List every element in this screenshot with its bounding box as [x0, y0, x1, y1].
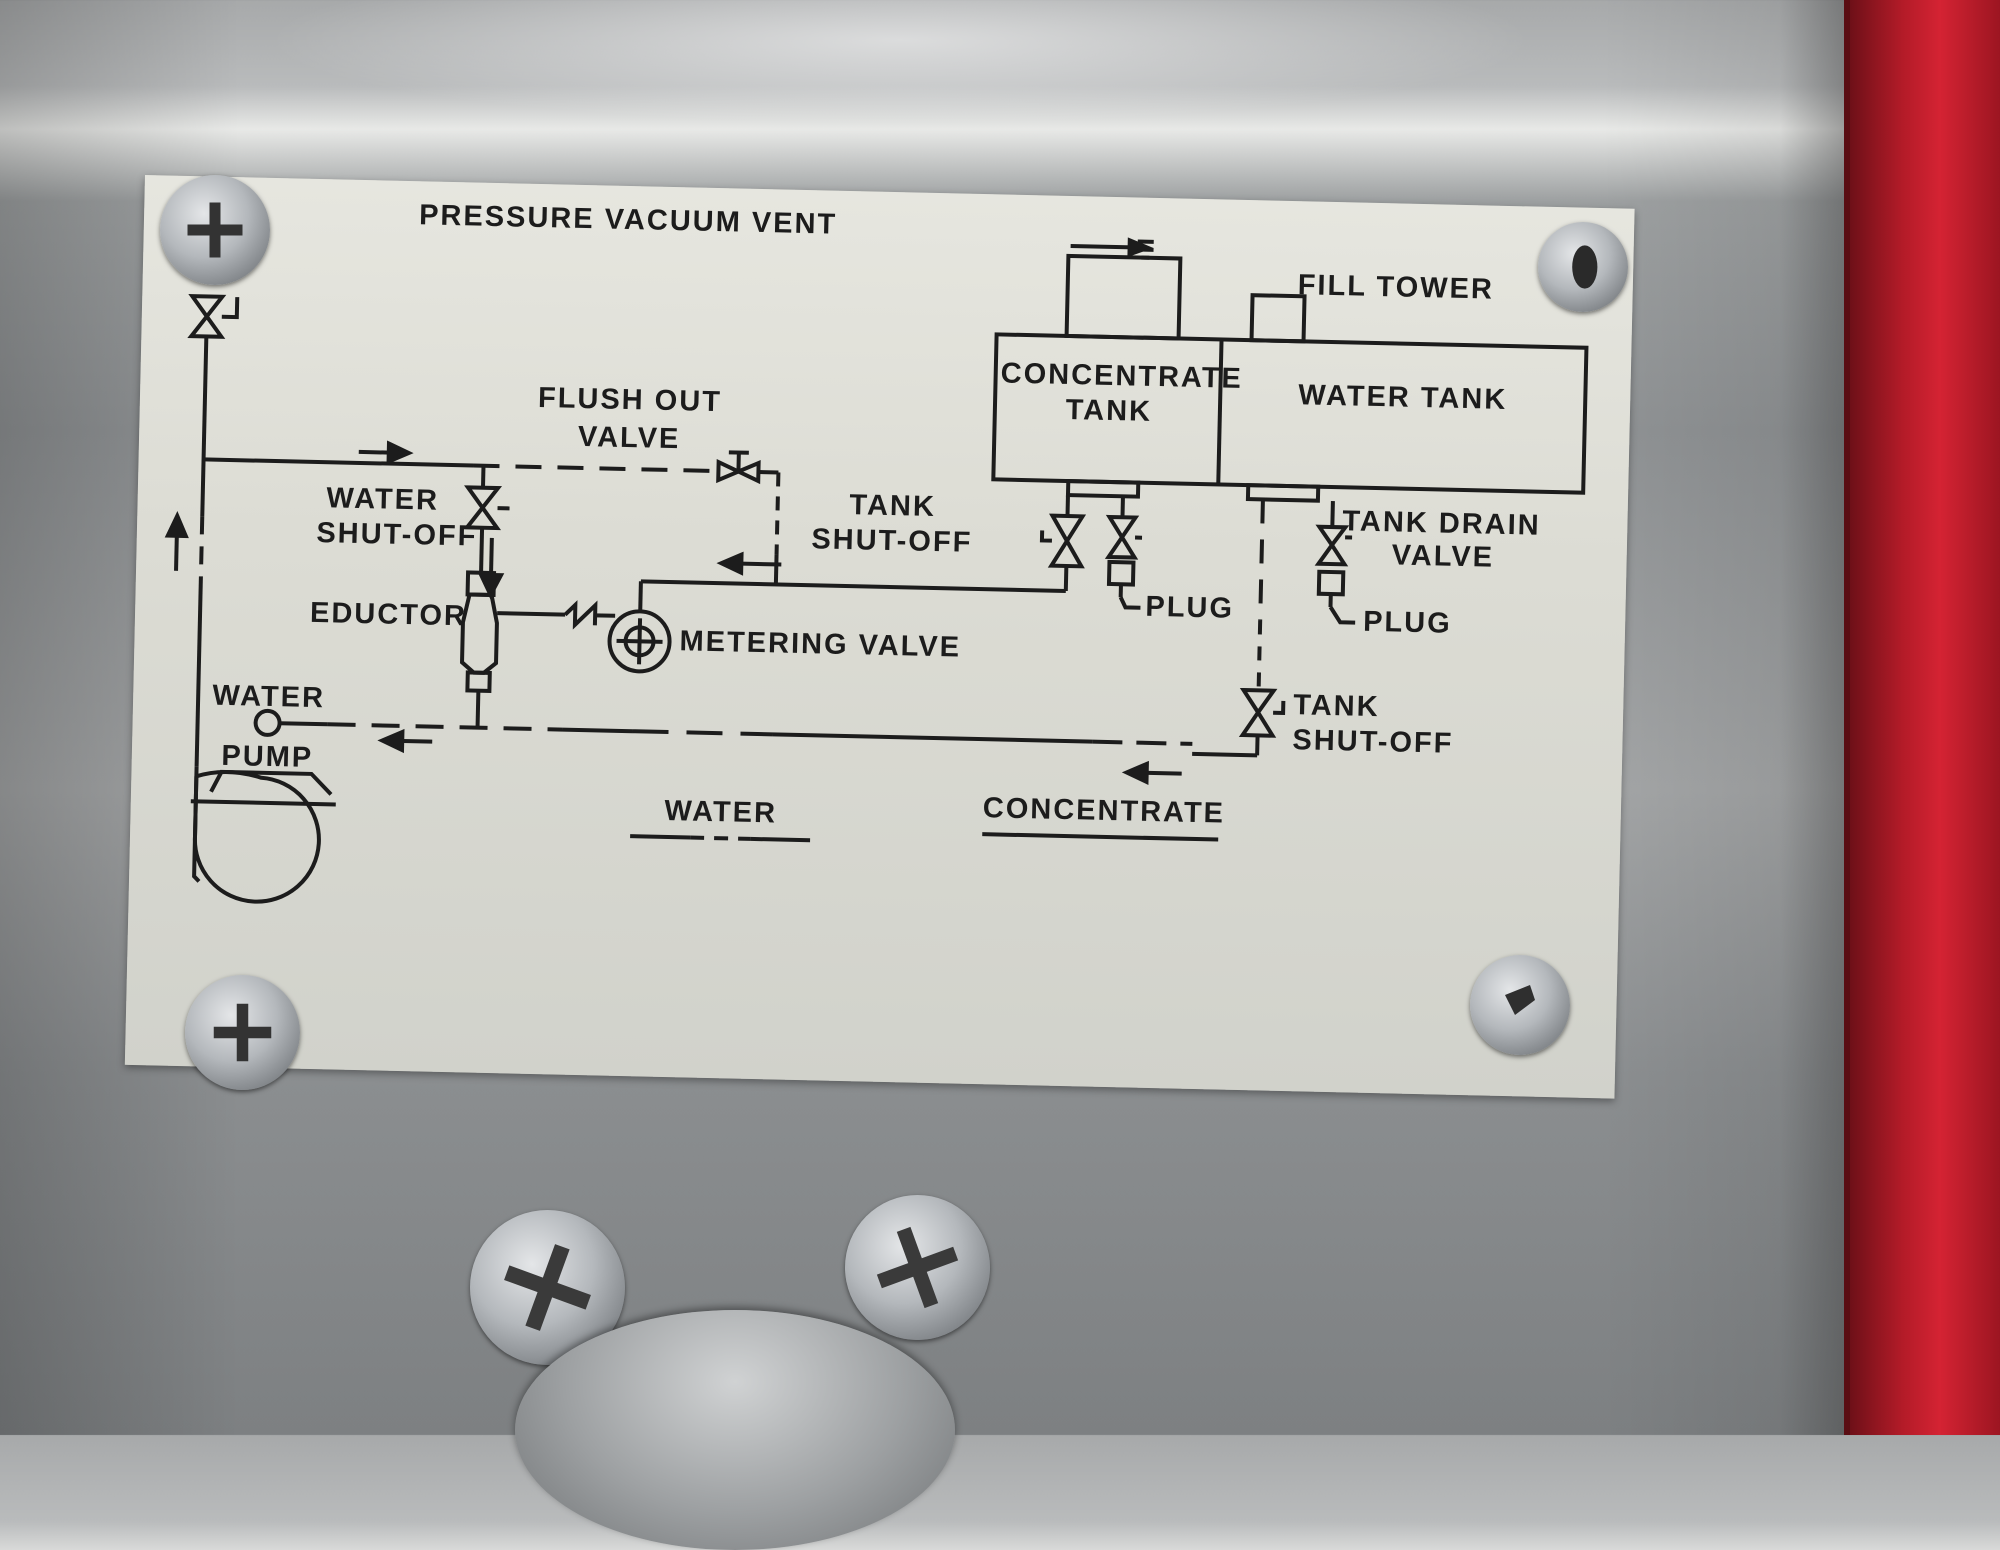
label-plug-right: PLUG	[1363, 608, 1452, 639]
vent-housing	[1067, 256, 1181, 339]
screw-icon-bottom-right	[1470, 955, 1570, 1055]
label-tank-shutoff-lower-line1: TANK	[1293, 691, 1380, 722]
tank-divider	[1218, 339, 1221, 484]
label-water-shutoff-line1: WATER	[297, 484, 468, 517]
label-flush-out-valve-line2: VALVE	[514, 421, 745, 455]
check-valve-icon	[565, 605, 595, 626]
legend-water-label: WATER	[630, 796, 811, 829]
fill-tower-neck	[1252, 295, 1305, 341]
legend-water-line	[630, 836, 690, 837]
label-water-pump-line2: PUMP	[200, 741, 336, 773]
red-truck-body	[1844, 0, 2000, 1435]
phillips-screw-icon-bottom-left	[185, 975, 300, 1090]
label-flush-out-valve-line1: FLUSH OUT	[515, 383, 746, 417]
concentrate-outlet	[1068, 481, 1138, 497]
suction-line	[328, 724, 563, 729]
foam-system-schematic-plate: PRESSURE VACUUM VENT FILL TOWER CONCENTR…	[125, 175, 1635, 1099]
phillips-screw-icon	[160, 175, 270, 285]
water-outlet	[1248, 485, 1318, 501]
label-eductor: EDUCTOR	[310, 599, 467, 632]
label-tank-drain-valve-line2: VALVE	[1391, 541, 1494, 572]
label-concentrate-tank-line2: TANK	[1000, 394, 1219, 428]
plug-icon	[1109, 562, 1133, 585]
riser-line	[202, 336, 206, 516]
label-water-pump-line1: WATER	[201, 681, 337, 713]
label-tank-shutoff-upper-line1: TANK	[792, 490, 993, 524]
label-tank-drain-valve-line1: TANK DRAIN	[1342, 507, 1541, 540]
label-fill-tower: FILL TOWER	[1297, 271, 1494, 304]
plug-icon-right	[1319, 572, 1343, 595]
label-metering-valve: METERING VALVE	[679, 627, 961, 662]
legend-concentrate-label: CONCENTRATE	[983, 794, 1220, 828]
screw-icon-top-right	[1538, 222, 1628, 312]
label-concentrate-tank-line1: CONCENTRATE	[1000, 359, 1219, 393]
label-plug-left: PLUG	[1145, 593, 1234, 624]
label-water-shutoff-line2: SHUT-OFF	[297, 519, 498, 553]
concentrate-line	[641, 581, 1066, 591]
legend-concentrate-line	[982, 834, 1218, 839]
pipe-fitting-hub	[515, 1310, 955, 1550]
phillips-screw-icon-lower-right	[845, 1195, 990, 1340]
water-supply-line	[204, 459, 474, 465]
label-tank-shutoff-lower-line2: SHUT-OFF	[1292, 726, 1454, 759]
label-tank-shutoff-upper-line2: SHUT-OFF	[792, 525, 993, 559]
